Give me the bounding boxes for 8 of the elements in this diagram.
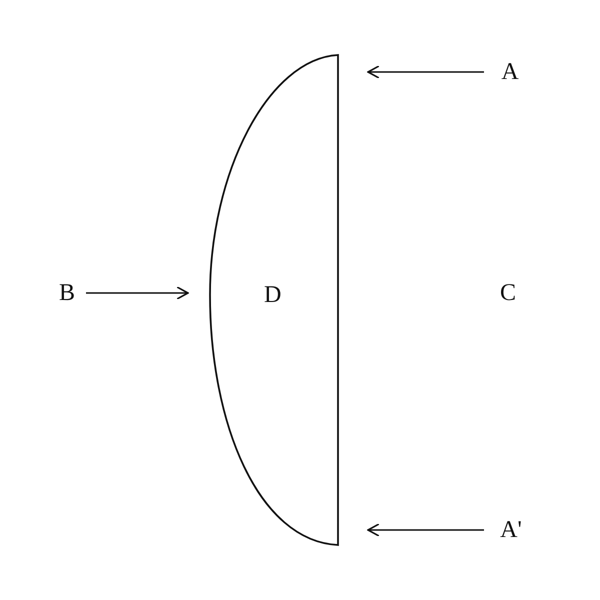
arrow: [367, 65, 484, 79]
point-label: B: [58, 279, 75, 308]
point-label: A': [500, 516, 522, 545]
region-label: C: [498, 279, 517, 308]
point-label: A: [501, 58, 519, 87]
arrow: [86, 286, 189, 300]
arrow: [367, 523, 484, 537]
region-label: D: [264, 281, 282, 310]
